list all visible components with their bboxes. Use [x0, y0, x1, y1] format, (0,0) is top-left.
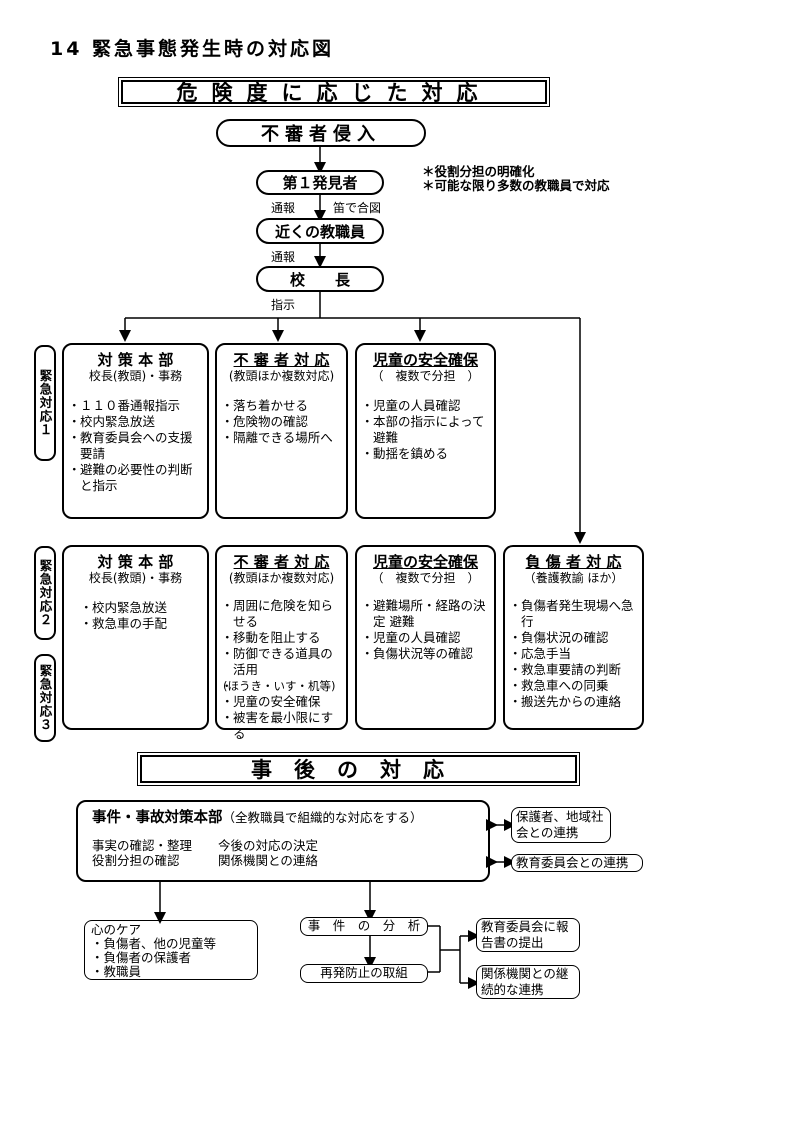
- care-item-text: 教職員: [103, 964, 142, 979]
- row1-child-safety-card: 児童の安全確保 （ 複数で分担 ） 児童の人員確認 本部の指示によって避難 動揺…: [355, 343, 496, 519]
- card-item: 負傷状況等の確認: [361, 646, 488, 662]
- section-title-text: 危険度に応じた対応: [121, 80, 547, 105]
- page-title: 14 緊急事態発生時の対応図: [50, 38, 335, 60]
- card-item: 校内緊急放送: [80, 600, 201, 616]
- analysis-box: 事 件 の 分 析: [300, 917, 428, 936]
- card-item: 動揺を鎮める: [361, 446, 488, 462]
- row2-intruder-card: 不 審 者 対 応 (教頭ほか複数対応) 周囲に危険を知らせる 移動を阻止する …: [215, 545, 348, 741]
- care-title: 心のケア: [91, 922, 142, 937]
- side-label-emergency-3: 緊急対応３: [34, 654, 56, 742]
- continuous-liaison-box: 関係機関との継続的な連携: [476, 965, 580, 999]
- principal-box: 校 長: [256, 266, 384, 292]
- card-item: 危険物の確認: [221, 414, 340, 430]
- hq-item: 役割分担の確認: [92, 853, 180, 868]
- report-label: 通報: [271, 201, 296, 215]
- notes: ＊役割分担の明確化 ＊可能な限り多数の教職員で対応: [422, 165, 610, 193]
- section-title-after: 事後の対応: [137, 752, 580, 786]
- liaison-board-box: 教育委員会との連携: [511, 854, 643, 872]
- card-subtitle: （ 複数で分担 ）: [371, 571, 480, 585]
- note-1: ＊役割分担の明確化: [422, 164, 535, 179]
- card-title: 児童の安全確保: [372, 553, 478, 571]
- report-submit-box: 教育委員会に報告書の提出: [476, 918, 580, 952]
- card-subtitle: 校長(教頭)・事務: [88, 369, 183, 383]
- side-label-text: 緊急対応１: [37, 369, 53, 437]
- instruct-label: 指示: [271, 298, 296, 312]
- row2-hq-card: 対 策 本 部 校長(教頭)・事務 校内緊急放送 救急車の手配: [62, 545, 209, 730]
- card-title: 不 審 者 対 応: [233, 553, 330, 571]
- nearby-staff-box: 近くの教職員: [256, 218, 384, 244]
- row2-injured-card: 負 傷 者 対 応 （養護教諭 ほか） 負傷者発生現場へ急行 負傷状況の確認 応…: [503, 545, 644, 730]
- row1-intruder-card: 不 審 者 対 応 (教頭ほか複数対応) 落ち着かせる 危険物の確認 隔離できる…: [215, 343, 348, 519]
- card-title: 児童の安全確保: [372, 351, 478, 369]
- first-finder-box: 第１発見者: [256, 170, 384, 195]
- card-item: 負傷者発生現場へ急行: [509, 598, 636, 630]
- card-subtitle: （ 複数で分担 ）: [371, 369, 480, 383]
- card-item: 避難の必要性の判断と指示: [68, 462, 201, 494]
- card-item: 周囲に危険を知らせる: [221, 598, 340, 630]
- card-subtitle: 校長(教頭)・事務: [88, 571, 183, 585]
- card-item: 救急車要請の判断: [509, 662, 636, 678]
- incident-hq-box: 事件・事故対策本部（全教職員で組織的な対応をする） 事実の確認・整理 役割分担の…: [76, 800, 490, 882]
- card-item: 搬送先からの連絡: [509, 694, 636, 710]
- card-title: 負 傷 者 対 応: [525, 553, 622, 571]
- card-item: 防御できる道具の活用: [221, 646, 340, 678]
- care-item: ・負傷者、他の児童等: [91, 936, 217, 951]
- row1-hq-card: 対 策 本 部 校長(教頭)・事務 １１０番通報指示 校内緊急放送 教育委員会へ…: [62, 343, 209, 519]
- card-item: 落ち着かせる: [221, 398, 340, 414]
- card-item: 児童の人員確認: [361, 398, 488, 414]
- liaison-community-box: 保護者、地域社会との連携: [511, 807, 611, 843]
- care-item-text: 負傷者の保護者: [103, 950, 192, 965]
- hq-title: 事件・事故対策本部: [92, 810, 223, 826]
- report-label-2: 通報: [271, 250, 296, 264]
- card-subtitle: (教頭ほか複数対応): [228, 369, 335, 383]
- card-subtitle: （養護教諭 ほか）: [523, 571, 624, 585]
- card-item: 本部の指示によって避難: [361, 414, 488, 446]
- card-item-note: (ほうき・いす・机等): [221, 678, 340, 694]
- care-item-text: 負傷者、他の児童等: [103, 936, 217, 951]
- side-label-emergency-2: 緊急対応２: [34, 546, 56, 640]
- card-item: 隔離できる場所へ: [221, 430, 340, 446]
- side-label-text: 緊急対応３: [37, 664, 53, 732]
- card-item: 教育委員会への支援要請: [68, 430, 201, 462]
- card-title: 不 審 者 対 応: [233, 351, 330, 369]
- note-2: ＊可能な限り多数の教職員で対応: [422, 178, 610, 193]
- hq-title-note: （全教職員で組織的な対応をする）: [222, 810, 423, 825]
- card-item: 救急車への同乗: [509, 678, 636, 694]
- card-title: 対 策 本 部: [97, 351, 174, 369]
- card-item: 救急車の手配: [80, 616, 201, 632]
- card-item: 児童の人員確認: [361, 630, 488, 646]
- card-item: 負傷状況の確認: [509, 630, 636, 646]
- card-item: １１０番通報指示: [68, 398, 201, 414]
- care-item: ・教職員: [91, 964, 142, 979]
- section-title-text: 事後の対応: [140, 755, 577, 783]
- section-title-danger: 危険度に応じた対応: [118, 77, 550, 107]
- row2-child-safety-card: 児童の安全確保 （ 複数で分担 ） 避難場所・経路の決定 避難 児童の人員確認 …: [355, 545, 496, 730]
- card-item: 応急手当: [509, 646, 636, 662]
- card-item: 被害を最小限にする: [221, 710, 340, 742]
- card-subtitle: (教頭ほか複数対応): [228, 571, 335, 585]
- mental-care-box: 心のケア ・負傷者、他の児童等 ・負傷者の保護者 ・教職員: [84, 920, 258, 980]
- card-title: 対 策 本 部: [97, 553, 174, 571]
- intrusion-box: 不審者侵入: [216, 119, 426, 147]
- care-item: ・負傷者の保護者: [91, 950, 192, 965]
- whistle-label: 笛で合図: [333, 201, 382, 215]
- card-item: 避難場所・経路の決定 避難: [361, 598, 488, 630]
- side-label-emergency-1: 緊急対応１: [34, 345, 56, 461]
- card-item: 校内緊急放送: [68, 414, 201, 430]
- prevention-box: 再発防止の取組: [300, 964, 428, 983]
- hq-item: 事実の確認・整理: [92, 838, 193, 853]
- side-label-text: 緊急対応２: [37, 559, 53, 627]
- hq-item: 今後の対応の決定: [218, 838, 319, 853]
- card-item: 児童の安全確保: [221, 694, 340, 710]
- hq-item: 関係機関との連絡: [218, 853, 318, 868]
- card-item: 移動を阻止する: [221, 630, 340, 646]
